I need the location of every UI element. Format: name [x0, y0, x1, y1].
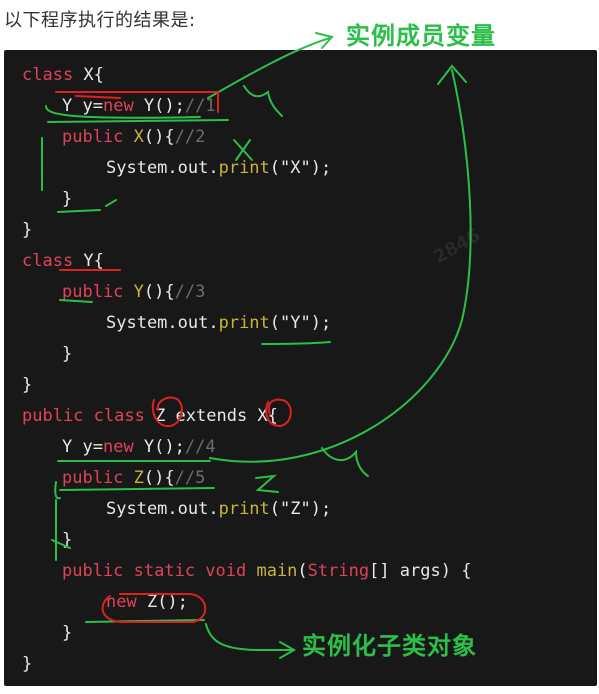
code-line-3: public X(){//2 — [62, 123, 205, 151]
constructor-y: Y — [123, 282, 144, 302]
code-line-7: class Y{ — [22, 247, 104, 275]
keyword-new: new — [106, 592, 137, 612]
paren-brace: (){ — [143, 127, 175, 147]
system-out: System.out. — [106, 499, 219, 519]
type-y: Y — [62, 96, 73, 116]
print-args: ("X"); — [269, 158, 332, 178]
code-line-8: public Y(){//3 — [62, 278, 205, 306]
keyword-public: public — [62, 127, 124, 147]
code-line-10: } — [62, 340, 72, 368]
code-panel: class X{ Y y=new Y();//1 public X(){//2 … — [4, 50, 597, 686]
closing-brace: } — [22, 220, 33, 240]
paren-brace: (){ — [143, 282, 175, 302]
comment-2: //2 — [174, 127, 206, 147]
code-line-11: } — [22, 371, 32, 399]
system-out: System.out. — [106, 158, 219, 178]
comment-5: //5 — [174, 468, 206, 488]
call-paren: (); — [154, 437, 185, 457]
print-method: print — [218, 158, 270, 178]
class-x-header: X{ — [73, 65, 104, 85]
print-args: ("Y"); — [269, 313, 332, 333]
comment-3: //3 — [174, 282, 206, 302]
closing-brace: } — [62, 189, 73, 209]
code-line-14: public Z(){//5 — [62, 464, 205, 492]
code-line-19: } — [62, 619, 72, 647]
open-paren: ( — [297, 561, 308, 581]
class-z-extends: Z extends — [144, 406, 258, 426]
code-line-6: } — [22, 216, 32, 244]
keyword-public-class: public class — [22, 406, 145, 426]
closing-brace: } — [62, 623, 73, 643]
print-args: ("Z"); — [269, 499, 332, 519]
keyword-class: class — [22, 251, 74, 271]
annotation-instance-member-variable: 实例成员变量 — [346, 22, 496, 50]
constructor-x: X — [123, 127, 144, 147]
question-prompt: 以下程序执行的结果是: — [4, 10, 196, 31]
watermark: 2846 — [430, 224, 485, 269]
annotation-instantiate-subclass: 实例化子类对象 — [302, 632, 477, 660]
system-out: System.out. — [106, 313, 219, 333]
closing-brace: } — [22, 654, 33, 674]
constructor-y: Y — [133, 437, 155, 457]
print-method: print — [218, 313, 270, 333]
paren-brace: (){ — [143, 468, 175, 488]
print-method: print — [218, 499, 270, 519]
new-z-call: Z(); — [136, 592, 188, 612]
closing-brace: } — [62, 344, 73, 364]
code-line-4: System.out.print("X"); — [106, 154, 331, 182]
closing-brace: } — [22, 375, 33, 395]
code-line-20: } — [22, 650, 32, 678]
class-y-header: Y{ — [73, 251, 104, 271]
code-line-12: public class Z extends X{ — [22, 402, 278, 430]
type-y: Y — [62, 437, 73, 457]
main-args: [] args) { — [369, 561, 472, 581]
superclass-x: X{ — [257, 406, 278, 426]
code-line-1: class X{ — [22, 61, 104, 89]
code-line-2: Y y=new Y();//1 — [62, 92, 216, 120]
constructor-y: Y — [133, 96, 155, 116]
comment-1: //1 — [184, 96, 216, 116]
call-paren: (); — [154, 96, 185, 116]
code-line-17: public static void main(String[] args) { — [62, 557, 471, 585]
code-line-15: System.out.print("Z"); — [106, 495, 331, 523]
var-y: y= — [72, 437, 103, 457]
main-method: main — [246, 561, 298, 581]
code-line-16: } — [62, 526, 72, 554]
code-line-13: Y y=new Y();//4 — [62, 433, 216, 461]
keyword-public-static-void: public static void — [62, 561, 247, 581]
keyword-new: new — [102, 96, 134, 116]
code-line-9: System.out.print("Y"); — [106, 309, 331, 337]
var-y: y= — [72, 96, 103, 116]
closing-brace: } — [62, 530, 73, 550]
comment-4: //4 — [184, 437, 216, 457]
keyword-class: class — [22, 65, 74, 85]
keyword-new: new — [102, 437, 134, 457]
code-line-18: new Z(); — [106, 588, 188, 616]
type-string: String — [307, 561, 370, 581]
keyword-public: public — [62, 468, 124, 488]
code-line-5: } — [62, 185, 72, 213]
constructor-z: Z — [123, 468, 144, 488]
keyword-public: public — [62, 282, 124, 302]
